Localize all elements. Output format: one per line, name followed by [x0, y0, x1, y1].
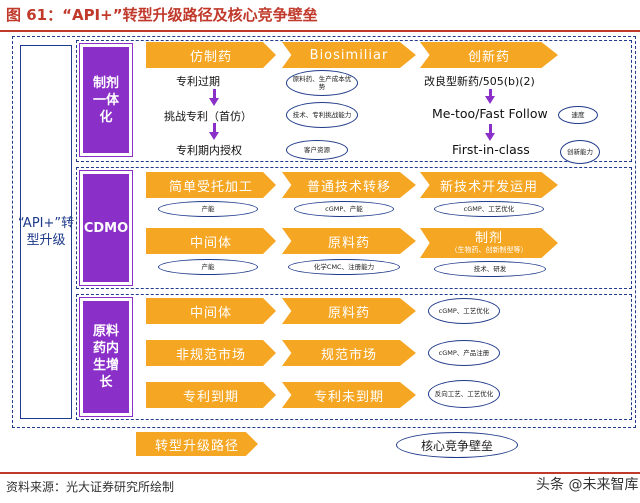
chevron-formulation: 制剂 （生物药、创新制型等）	[420, 228, 558, 258]
oval-speed: 速度	[558, 106, 598, 124]
oval-innovation: 创新能力	[560, 140, 600, 164]
chevron-intermediate: 中间体	[146, 228, 276, 254]
cdmo-frame	[76, 167, 632, 289]
oval-cost-advantage: 原料药、生产成本优势	[286, 70, 358, 96]
legend-upgrade-path: 转型升级路径	[136, 432, 258, 456]
oval-customer-resources: 客户资源	[286, 140, 348, 160]
chevron-patent-expired: 专利到期	[146, 382, 276, 408]
patent-expired: 专利过期	[176, 75, 220, 88]
oval-cmc-registration: 化学CMC、注册能力	[288, 259, 400, 275]
chevron-patent-unexpired: 专利未到期	[282, 382, 416, 408]
source-divider	[0, 472, 640, 474]
oval-cgmp-process-2: cGMP、工艺优化	[428, 298, 500, 324]
chevron-generic: 仿制药	[146, 42, 276, 68]
oval-patent-challenge: 技术、专利挑战能力	[286, 102, 358, 128]
oval-cgmp-registration: cGMP、产品注册	[428, 340, 500, 366]
section-cdmo: CDMO	[79, 170, 133, 286]
chevron-tech-transfer: 普通技术转移	[282, 172, 416, 198]
source-note: 资料来源：光大证券研究所绘制	[6, 480, 175, 494]
oval-cgmp-capacity: cGMP、产能	[294, 201, 394, 217]
watermark: 头条 @未来智库	[536, 477, 639, 493]
chevron-innovative: 创新药	[420, 42, 558, 68]
legend-core-barrier: 核心竞争壁垒	[396, 432, 518, 458]
oval-reverse-process: 反向工艺、工艺优化	[428, 380, 500, 408]
first-in-class: First-in-class	[452, 142, 530, 157]
chevron-api: 原料药	[282, 228, 416, 254]
chevron-regulated-market: 规范市场	[282, 340, 416, 366]
arrow-shaft	[489, 89, 492, 96]
arrow-down-icon	[209, 132, 219, 140]
oval-tech-rd: 技术、研发	[434, 261, 546, 277]
arrow-down-icon	[209, 98, 219, 106]
formulation-frame	[76, 40, 632, 162]
chevron-api-2: 原料药	[282, 298, 416, 324]
oval-cgmp-process: cGMP、工艺优化	[434, 201, 544, 217]
section-api-growth: 原料药内生增长	[79, 297, 133, 417]
arrow-down-icon	[485, 96, 495, 104]
arrow-shaft	[213, 89, 216, 98]
api-frame	[76, 294, 632, 420]
patent-licensed: 专利期内授权	[176, 144, 242, 157]
api-plus-label: “API+”转型升级	[18, 45, 74, 419]
improved-new-drug: 改良型新药/505(b)(2)	[424, 75, 535, 88]
chevron-formulation-label: 制剂	[474, 230, 503, 246]
figure-title: 图 61：“API+”转型升级路径及核心竞争壁垒	[6, 6, 318, 24]
oval-capacity-2: 产能	[158, 259, 258, 275]
section-formulation: 制剂一体化	[79, 43, 133, 157]
chevron-simple-processing: 简单受托加工	[146, 172, 276, 198]
chevron-biosimilar: Biosimiliar	[282, 42, 416, 68]
chevron-new-tech: 新技术开发运用	[420, 172, 558, 198]
chevron-intermediate-2: 中间体	[146, 298, 276, 324]
oval-capacity: 产能	[158, 201, 258, 217]
chevron-formulation-sub: （生物药、创新制型等）	[450, 245, 528, 254]
outer-frame	[12, 36, 636, 428]
chevron-nonregulated-market: 非规范市场	[146, 340, 276, 366]
arrow-down-icon	[485, 133, 495, 141]
arrow-shaft	[489, 124, 492, 133]
me-too-fast-follow: Me-too/Fast Follow	[432, 106, 548, 121]
arrow-shaft	[213, 123, 216, 132]
title-divider	[0, 30, 640, 32]
patent-challenge: 挑战专利（首仿）	[164, 110, 252, 123]
